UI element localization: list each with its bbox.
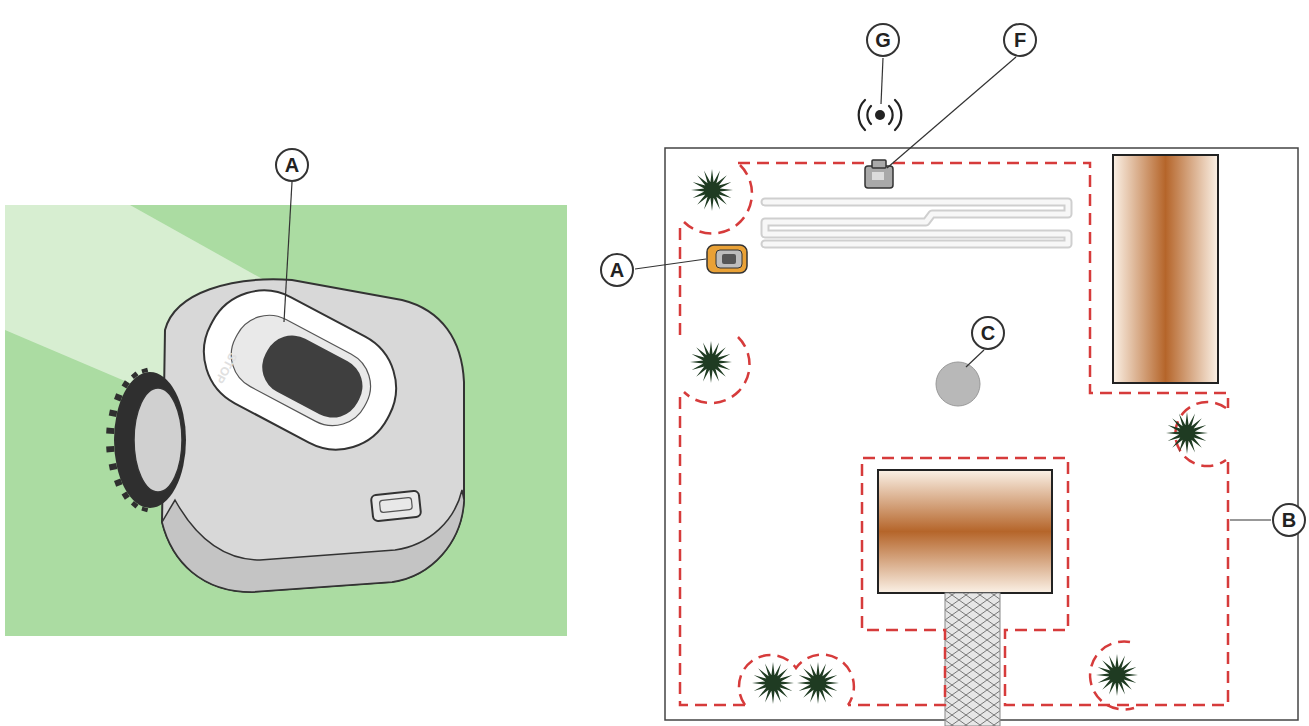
shrub	[690, 341, 732, 383]
wheel-tread	[123, 383, 128, 386]
shrub	[797, 662, 839, 704]
wheel-tread	[123, 494, 128, 497]
wheel-tread	[115, 481, 121, 483]
wheel-tread	[115, 396, 121, 398]
wheel-tread	[133, 373, 136, 377]
callout-letter: A	[275, 148, 309, 182]
shrub	[752, 662, 794, 704]
wheel-tread	[133, 503, 136, 507]
callout-letter: G	[866, 23, 900, 57]
shrub	[691, 169, 733, 211]
callout-letter: A	[600, 253, 634, 287]
wheel-tread	[106, 428, 114, 435]
wheel-tread	[109, 466, 116, 468]
callout-letter: B	[1272, 503, 1306, 537]
shrub	[1096, 654, 1138, 696]
wheel-tread	[144, 369, 145, 373]
callout-letter: F	[1003, 23, 1037, 57]
wheel-tread	[106, 446, 114, 453]
callout-letter: C	[971, 316, 1005, 350]
mower-scene	[5, 182, 567, 636]
garden-plan	[635, 57, 1298, 726]
wheel-tread	[109, 412, 116, 414]
wheel-tread	[144, 507, 145, 511]
shrub	[1166, 412, 1208, 454]
